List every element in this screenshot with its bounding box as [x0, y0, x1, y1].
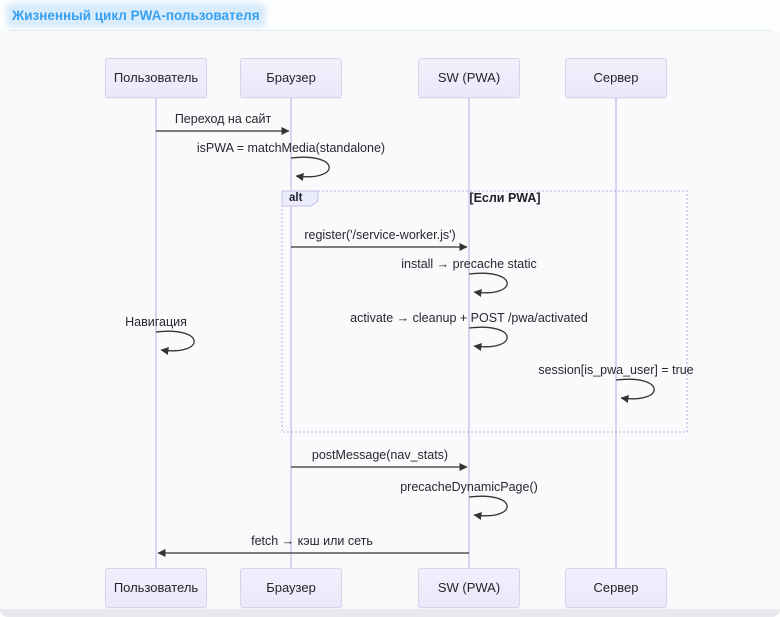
- title-bar: Жизненный цикл PWA-пользователя: [0, 0, 780, 30]
- actor-browser-top: Браузер: [240, 58, 342, 98]
- loop-precache-dynamic: [468, 495, 508, 520]
- message-precache-dynamic: precacheDynamicPage(): [400, 480, 538, 494]
- actor-server-top: Сервер: [565, 58, 667, 98]
- message-register: register('/service-worker.js'): [304, 228, 456, 242]
- message-activate: activate → cleanup + POST /pwa/activated: [350, 311, 588, 325]
- title-separator: [8, 30, 772, 31]
- actor-user-top: Пользователь: [105, 58, 207, 98]
- message-session: session[is_pwa_user] = true: [538, 363, 694, 377]
- actor-user-bottom: Пользователь: [105, 568, 207, 608]
- bottom-scroll-strip: [0, 609, 780, 617]
- loop-session: [615, 378, 655, 403]
- loop-navigation: [155, 330, 195, 355]
- message-postmessage: postMessage(nav_stats): [311, 448, 449, 462]
- actor-sw-top: SW (PWA): [418, 58, 520, 98]
- message-install: install → precache static: [401, 257, 537, 271]
- actor-browser-bottom: Браузер: [240, 568, 342, 608]
- message-goto-site: Переход на сайт: [174, 112, 272, 126]
- sequence-diagram: Пользователь Браузер SW (PWA) Сервер Пол…: [0, 31, 780, 617]
- message-navigation: Навигация: [125, 315, 187, 329]
- message-ispwa: isPWA = matchMedia(standalone): [196, 141, 386, 155]
- actor-server-bottom: Сервер: [565, 568, 667, 608]
- loop-activate: [468, 326, 508, 351]
- alt-condition: [Если PWA]: [469, 191, 541, 205]
- loop-install: [468, 272, 508, 297]
- alt-keyword: alt: [289, 192, 303, 204]
- loop-ispwa: [290, 156, 330, 181]
- page-title: Жизненный цикл PWA-пользователя: [10, 7, 262, 24]
- message-fetch: fetch → кэш или сеть: [251, 534, 373, 548]
- actor-sw-bottom: SW (PWA): [418, 568, 520, 608]
- lifelines: [155, 98, 617, 568]
